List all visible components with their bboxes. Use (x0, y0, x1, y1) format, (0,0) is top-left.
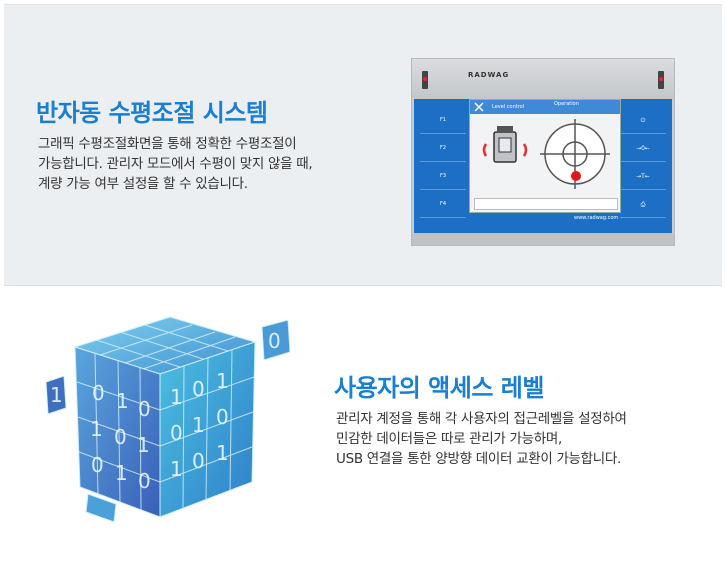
access-description: 관리자 계정을 통해 각 사용자의 접근레벨을 설정하여 민감한 데이터들은 따… (336, 409, 627, 469)
function-key: F2 (420, 137, 466, 162)
print-key: ⎙ (620, 193, 666, 218)
access-desc-line: USB 연결을 통한 양방향 데이터 교환이 가능합니다. (336, 451, 622, 467)
svg-text:0: 0 (216, 405, 229, 429)
svg-text:1: 1 (116, 389, 129, 413)
svg-text:1: 1 (216, 441, 229, 465)
access-title: 사용자의 액세스 레벨 (334, 374, 544, 402)
leveling-desc-line: 그래픽 수평조절화면을 통해 정확한 수평조절이 (38, 136, 297, 152)
svg-text:0: 0 (268, 329, 281, 353)
rotate-left-icon (482, 143, 488, 157)
svg-text:0: 0 (192, 449, 205, 473)
device-top-bar: RADWAG (412, 59, 674, 99)
svg-text:0: 0 (170, 421, 183, 445)
leveling-desc-line: 가능합니다. 관리자 모드에서 수평이 맞지 않을 때, (38, 156, 313, 172)
svg-text:1: 1 (90, 417, 103, 441)
device-panel: F1 F2 F3 F4 ⏻ →0← →T← ⎙ Level control Op… (414, 99, 672, 233)
function-key: F1 (420, 109, 466, 134)
device-bottom (412, 233, 674, 245)
screen-status: Operation (554, 101, 579, 107)
level-indicator-icon (658, 71, 664, 89)
svg-text:0: 0 (114, 425, 127, 449)
power-key: ⏻ (620, 109, 666, 134)
screen-title: Level control (492, 104, 525, 110)
svg-text:1: 1 (216, 369, 229, 393)
svg-text:0: 0 (91, 453, 104, 477)
access-desc-line: 관리자 계정을 통해 각 사용자의 접근레벨을 설정하여 (336, 411, 627, 427)
svg-text:0: 0 (92, 381, 105, 405)
leveling-desc-line: 계량 가능 여부 설정을 할 수 있습니다. (38, 176, 248, 192)
svg-text:1: 1 (170, 385, 183, 409)
screen-header: Level control Operation (470, 100, 620, 114)
svg-text:0: 0 (138, 469, 151, 493)
svg-text:0: 0 (138, 397, 151, 421)
tools-icon (474, 102, 484, 112)
svg-text:1: 1 (170, 457, 183, 481)
access-desc-line: 민감한 데이터들은 따로 관리가 가능하며, (336, 431, 562, 447)
zero-key: →0← (620, 137, 666, 162)
level-bubble (571, 171, 581, 181)
brand-logo: RADWAG (468, 71, 510, 79)
svg-text:1: 1 (50, 383, 63, 407)
device-screen: Level control Operation (469, 99, 621, 213)
function-key: F3 (420, 165, 466, 190)
svg-text:1: 1 (115, 461, 128, 485)
leveling-description: 그래픽 수평조절화면을 통해 정확한 수평조절이 가능합니다. 관리자 모드에서… (38, 134, 313, 194)
device-photo: RADWAG F1 F2 F3 F4 ⏻ →0← →T← ⎙ Level con… (411, 58, 675, 246)
svg-text:1: 1 (192, 413, 205, 437)
level-indicator-icon (422, 71, 428, 89)
leveling-title: 반자동 수평조절 시스템 (36, 99, 268, 127)
svg-text:1: 1 (137, 433, 150, 457)
function-key: F4 (420, 193, 466, 218)
rotate-right-icon (522, 143, 528, 157)
svg-text:0: 0 (192, 377, 205, 401)
tare-key: →T← (620, 165, 666, 190)
screen-footer (474, 198, 618, 210)
device-url: www.radwag.com (574, 215, 619, 221)
level-graphic (482, 119, 610, 189)
